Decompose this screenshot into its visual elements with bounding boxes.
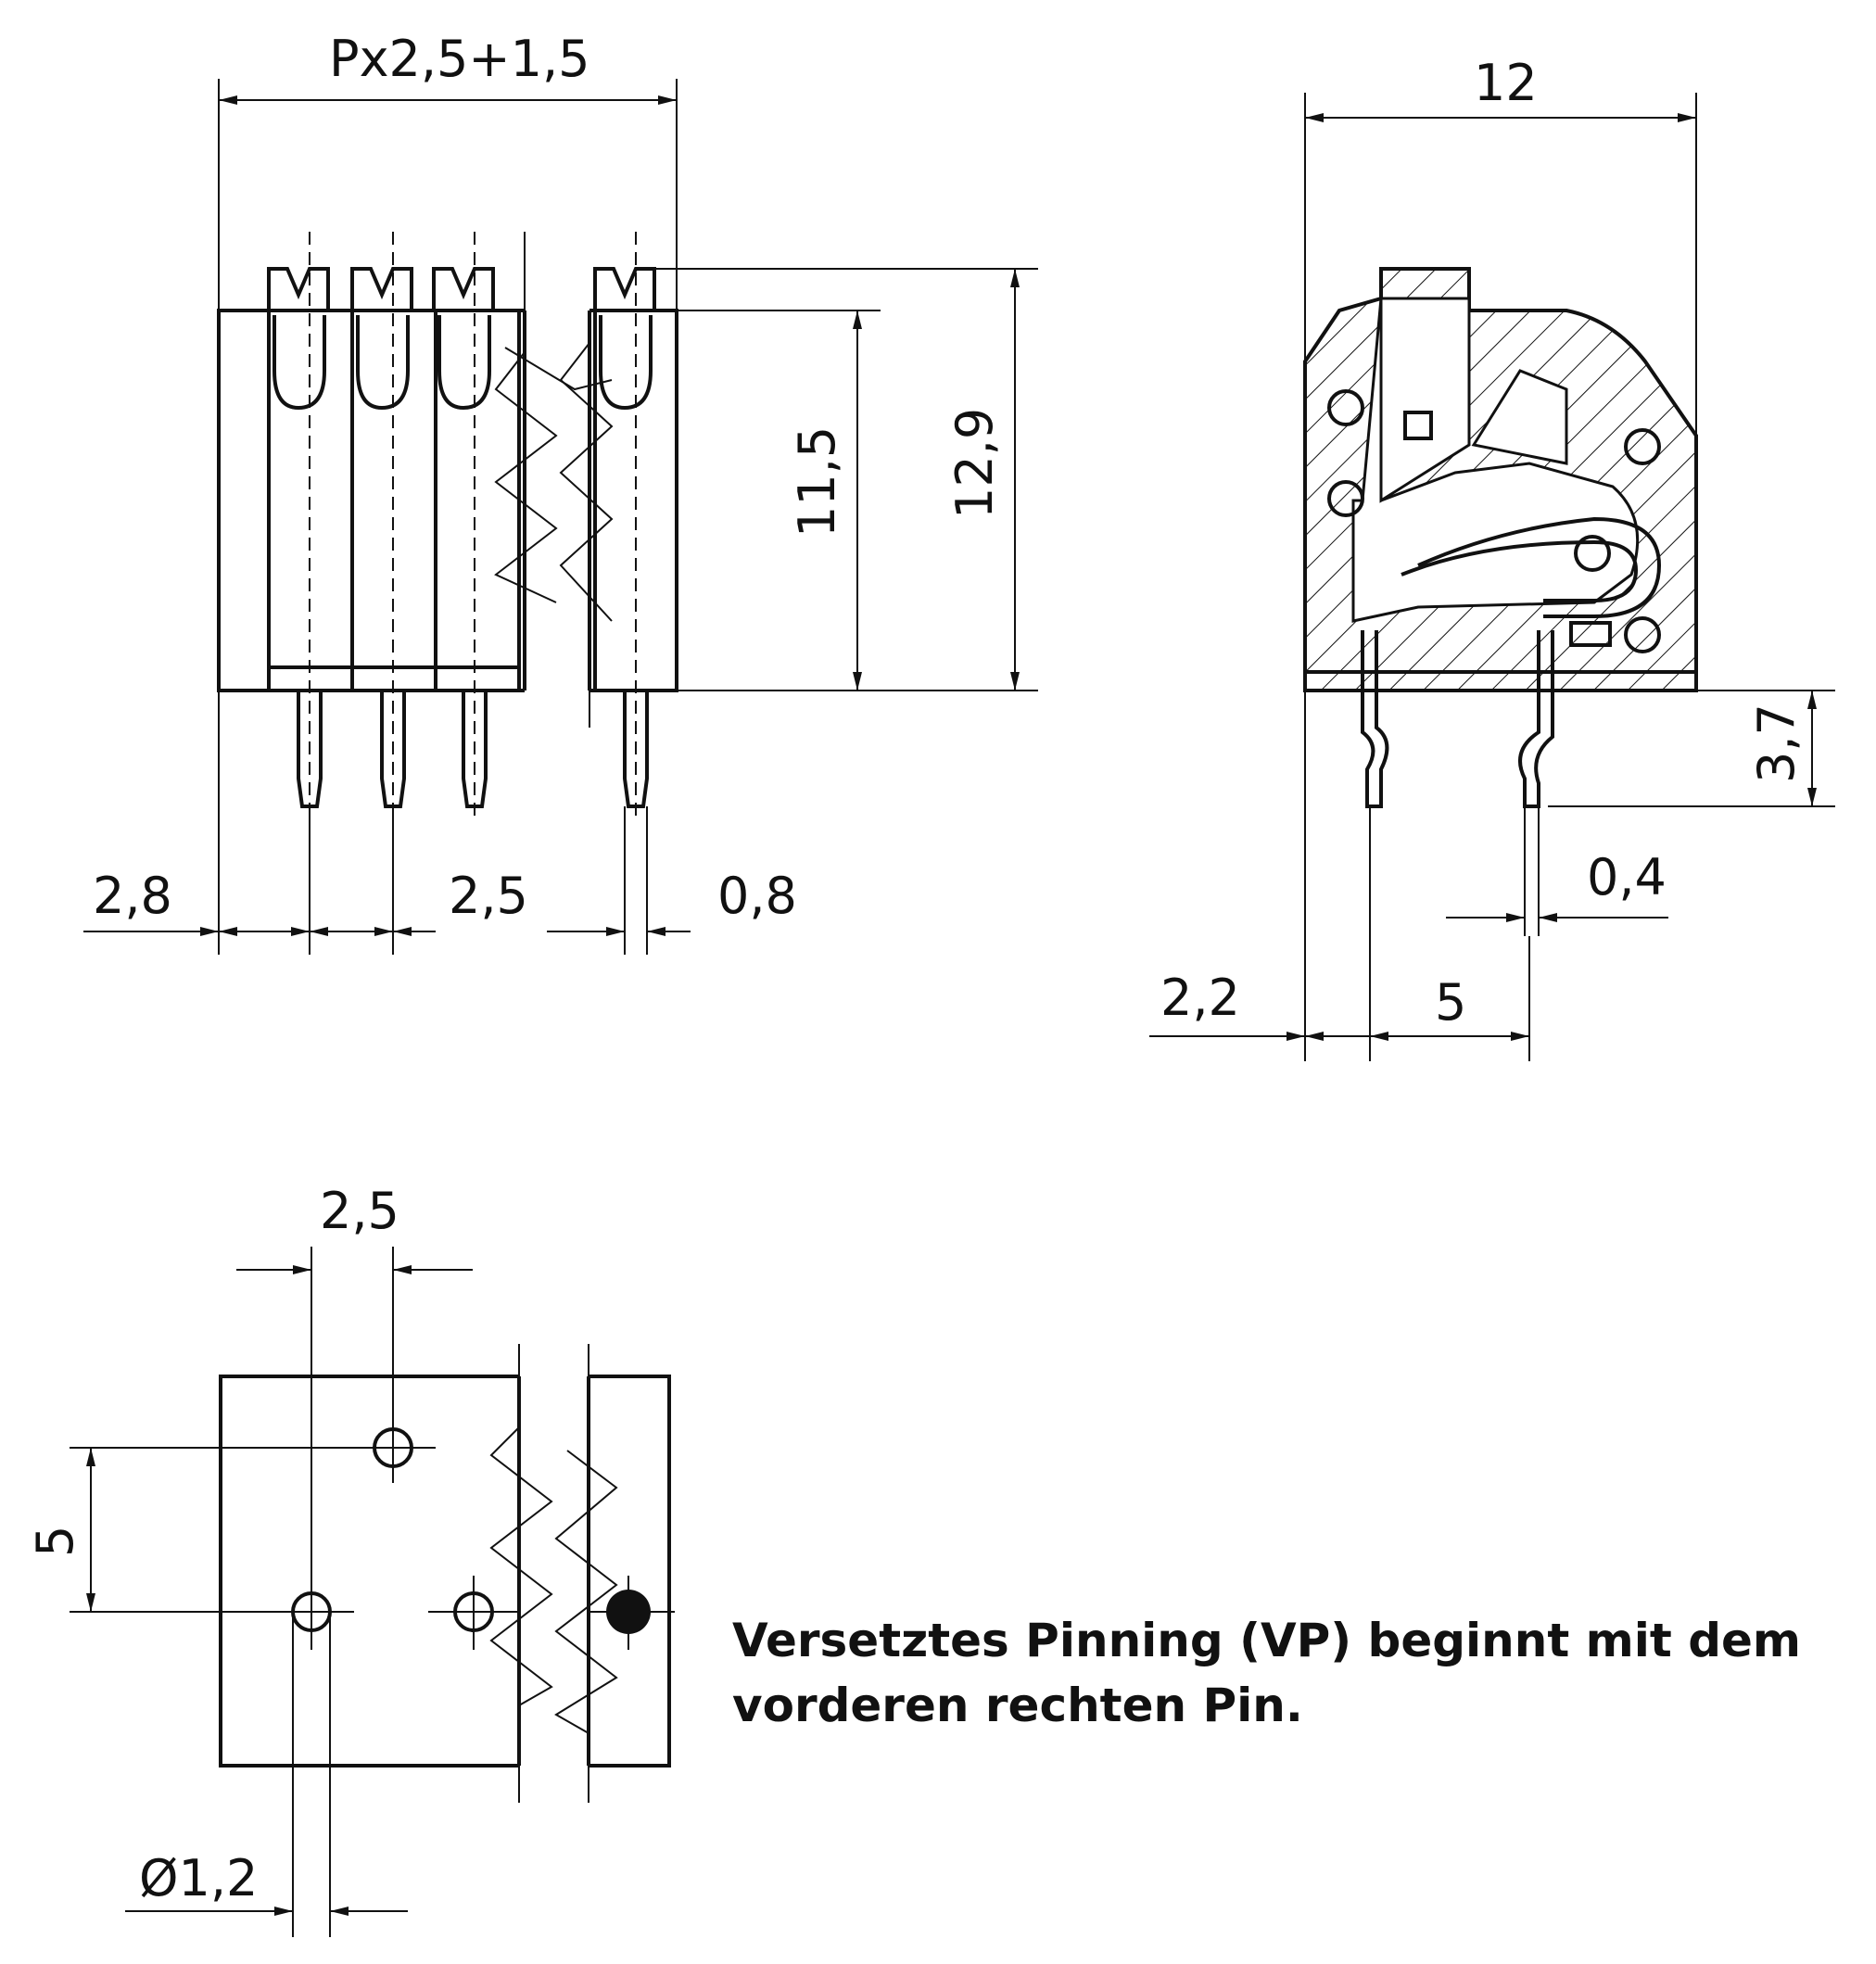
dim-front-width: Px2,5+1,5 (329, 30, 590, 88)
dim-side-pin-length: 3,7 (1747, 703, 1806, 783)
front-body (217, 309, 678, 692)
dim-side-pin-spacing: 5 (1435, 973, 1466, 1032)
footprint-view: 2,5 5 Ø1,2 (26, 1182, 675, 1937)
pinning-note: Versetztes Pinning (VP) beginnt mit dem … (732, 1608, 1844, 1738)
dim-front-pitch: 2,5 (449, 867, 528, 925)
dim-footprint-row-spacing: 5 (26, 1526, 84, 1557)
pole-1 (267, 232, 330, 816)
front-view: Px2,5+1,5 11,5 12,9 2,8 2,5 0,8 (83, 30, 1038, 955)
dim-front-height-body: 11,5 (788, 426, 846, 538)
dim-front-offset-left: 2,8 (93, 867, 172, 925)
footprint-outline (219, 1375, 671, 1768)
dim-side-pin-thickness: 0,4 (1587, 848, 1667, 906)
dim-side-offset-left: 2,2 (1160, 969, 1240, 1027)
pole-3 (432, 232, 495, 816)
pinning-note-line-2: vorderen rechten Pin. (732, 1679, 1303, 1732)
pole-2 (350, 232, 413, 816)
dim-side-width: 12 (1474, 54, 1538, 112)
front-pins (297, 691, 649, 808)
dim-footprint-pitch: 2,5 (320, 1182, 399, 1240)
dim-front-height-total: 12,9 (945, 408, 1004, 519)
dim-front-pin-width: 0,8 (717, 867, 797, 925)
pinning-note-line-1: Versetztes Pinning (VP) beginnt mit dem (732, 1614, 1802, 1667)
dim-footprint-hole-diameter: Ø1,2 (139, 1849, 258, 1907)
side-view: 12 3,7 0,4 2,2 5 (1149, 54, 1835, 1061)
